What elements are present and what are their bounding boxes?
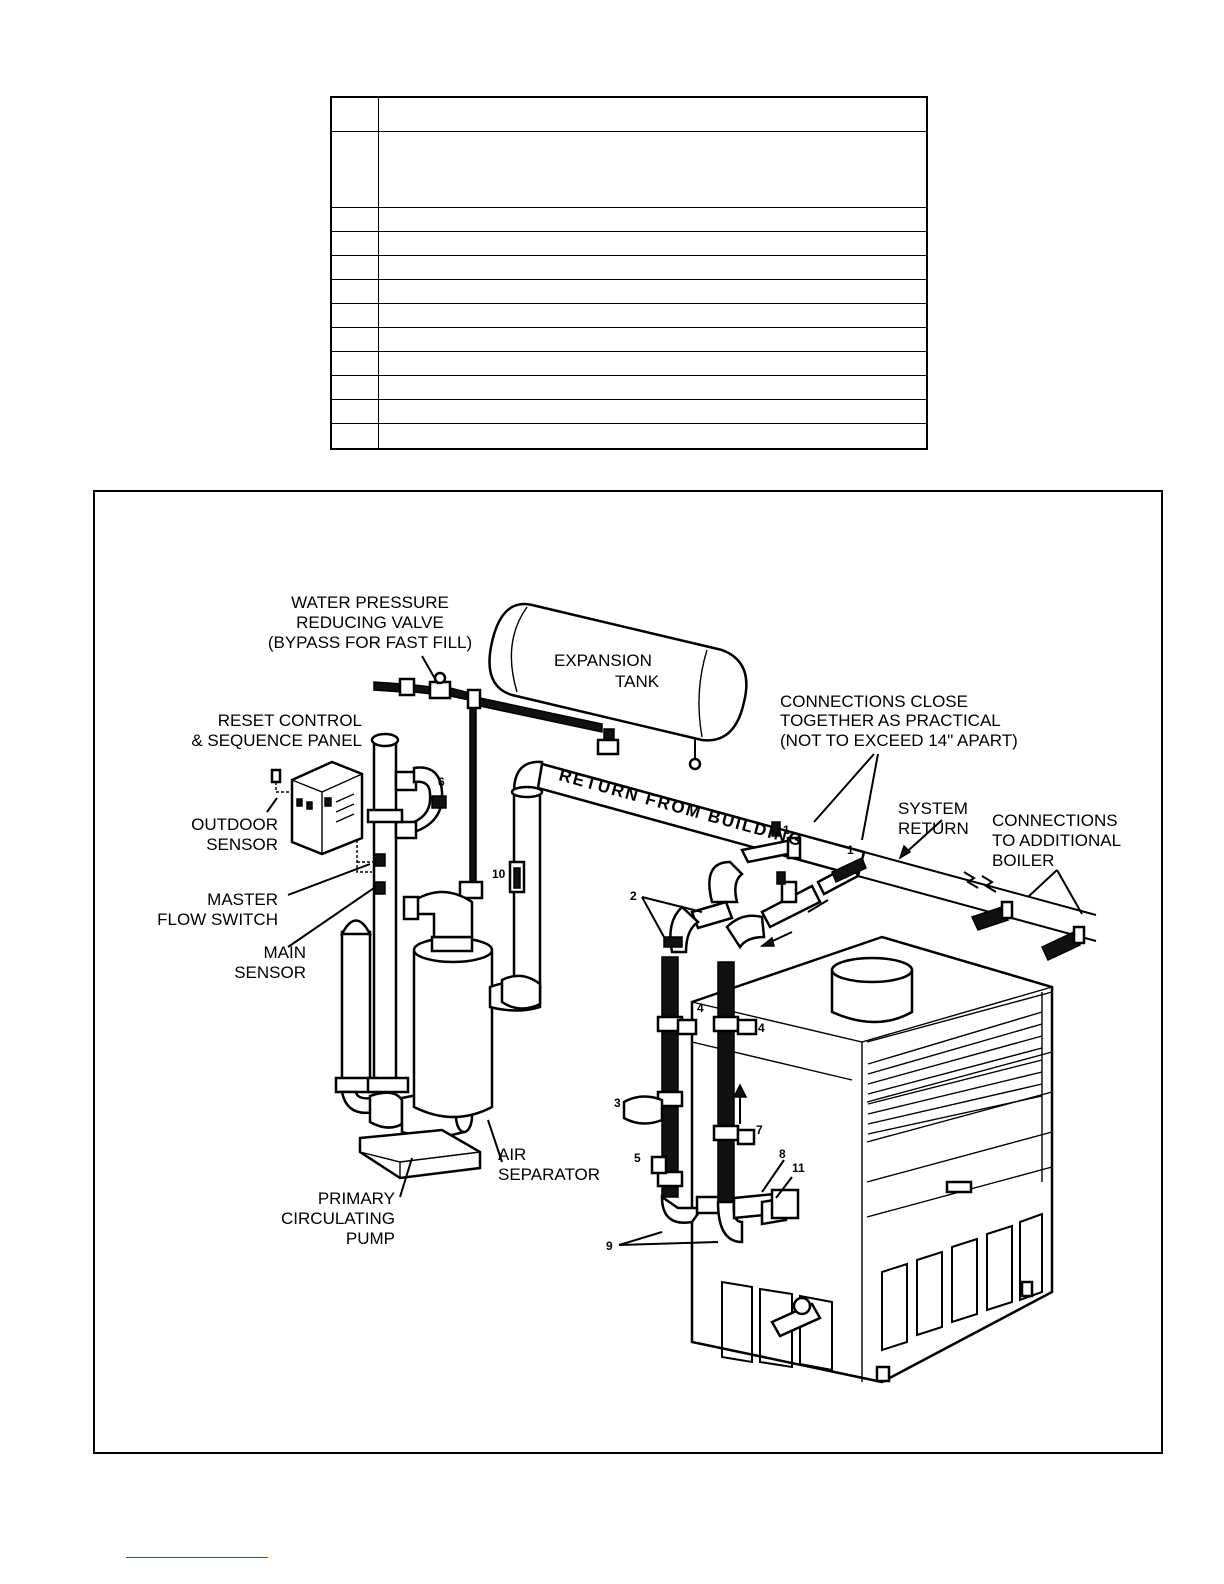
- legend-description-cell: [378, 350, 928, 376]
- callout-4a: 4: [697, 1001, 704, 1015]
- label-tank: TANK: [615, 672, 660, 691]
- label-water-pressure: WATER PRESSURE: [291, 593, 449, 612]
- label-circulating: CIRCULATING: [281, 1209, 395, 1228]
- label-outdoor-sensor: SENSOR: [206, 835, 278, 854]
- legend-description-cell: [378, 302, 928, 328]
- label-reducing-valve: REDUCING VALVE: [296, 613, 444, 632]
- legend-number-cell: [330, 206, 379, 232]
- legend-number-cell: [330, 96, 379, 132]
- supply-riser: [366, 732, 447, 1094]
- callout-1b: 1: [847, 843, 854, 857]
- legend-number-cell: [330, 130, 379, 208]
- legend-description-cell: [378, 278, 928, 304]
- legend-row: [330, 230, 928, 256]
- callout-11: 11: [792, 1161, 805, 1175]
- callout-7: 7: [756, 1123, 763, 1137]
- label-separator: SEPARATOR: [498, 1165, 600, 1184]
- leader-lines: [266, 655, 1083, 1246]
- label-sequence-panel: & SEQUENCE PANEL: [191, 731, 362, 750]
- legend-table: [330, 96, 928, 450]
- legend-description-cell: [378, 254, 928, 280]
- legend-row: [330, 350, 928, 376]
- label-not-exceed: (NOT TO EXCEED 14" APART): [780, 731, 1018, 750]
- additional-boiler-connections: [970, 900, 1086, 961]
- callout-5: 5: [634, 1151, 641, 1165]
- label-return: RETURN: [898, 819, 969, 838]
- label-system: SYSTEM: [898, 799, 968, 818]
- piping-diagram: WATER PRESSURE REDUCING VALVE (BYPASS FO…: [157, 593, 1121, 1384]
- legend-number-cell: [330, 254, 379, 280]
- label-connections: CONNECTIONS: [992, 811, 1118, 830]
- legend-row: [330, 302, 928, 328]
- legend-row: [330, 96, 928, 132]
- label-master: MASTER: [207, 890, 278, 909]
- callout-6: 6: [438, 775, 445, 789]
- legend-number-cell: [330, 326, 379, 352]
- label-reset-control: RESET CONTROL: [218, 711, 362, 730]
- label-boiler: BOILER: [992, 851, 1054, 870]
- label-primary: PRIMARY: [318, 1189, 395, 1208]
- label-main-sensor: SENSOR: [234, 963, 306, 982]
- callout-8: 8: [779, 1147, 786, 1161]
- label-main: MAIN: [264, 943, 307, 962]
- legend-description-cell: [378, 96, 928, 132]
- legend-number-cell: [330, 374, 379, 400]
- label-bypass-fast-fill: (BYPASS FOR FAST FILL): [268, 633, 472, 652]
- legend-description-cell: [378, 374, 928, 400]
- callout-1a: 1: [783, 823, 790, 837]
- legend-description-cell: [378, 422, 928, 450]
- legend-description-cell: [378, 326, 928, 352]
- legend-description-cell: [378, 130, 928, 208]
- boiler-connection-piping: [622, 821, 867, 1244]
- legend-row: [330, 326, 928, 352]
- callout-3: 3: [614, 1096, 621, 1110]
- expansion-tank: [488, 602, 748, 771]
- legend-number-cell: [330, 302, 379, 328]
- label-outdoor: OUTDOOR: [191, 815, 278, 834]
- legend-number-cell: [330, 422, 379, 450]
- label-expansion: EXPANSION: [554, 651, 652, 670]
- legend-row: [330, 278, 928, 304]
- legend-row: [330, 374, 928, 400]
- bypass-loop: [334, 919, 410, 1115]
- legend-number-cell: [330, 398, 379, 424]
- callout-10: 10: [492, 867, 506, 881]
- legend-description-cell: [378, 230, 928, 256]
- footer-link-rule: [126, 1557, 268, 1558]
- callout-numbers: 1 1 2 3 4 4 5 6 7 8 9 10 11: [438, 775, 854, 1253]
- label-return-from-building: RETURN FROM BUILDING: [557, 766, 806, 851]
- legend-row: [330, 130, 928, 208]
- legend-number-cell: [330, 278, 379, 304]
- legend-number-cell: [330, 230, 379, 256]
- label-pump: PUMP: [346, 1229, 395, 1248]
- legend-number-cell: [330, 350, 379, 376]
- legend-row: [330, 254, 928, 280]
- label-to-additional: TO ADDITIONAL: [992, 831, 1121, 850]
- label-together-practical: TOGETHER AS PRACTICAL: [780, 711, 1001, 730]
- boiler: [690, 935, 1054, 1384]
- label-flow-switch: FLOW SWITCH: [157, 910, 278, 929]
- label-air: AIR: [498, 1145, 526, 1164]
- callout-9: 9: [606, 1239, 613, 1253]
- legend-row: [330, 422, 928, 450]
- legend-description-cell: [378, 206, 928, 232]
- pressure-reducing-valve: [373, 671, 603, 900]
- callout-4b: 4: [758, 1021, 765, 1035]
- legend-row: [330, 206, 928, 232]
- reset-control-panel: [270, 760, 374, 873]
- label-connections-close: CONNECTIONS CLOSE: [780, 692, 968, 711]
- piping-diagram-frame: WATER PRESSURE REDUCING VALVE (BYPASS FO…: [93, 490, 1163, 1454]
- legend-row: [330, 398, 928, 424]
- legend-description-cell: [378, 398, 928, 424]
- callout-2: 2: [630, 889, 637, 903]
